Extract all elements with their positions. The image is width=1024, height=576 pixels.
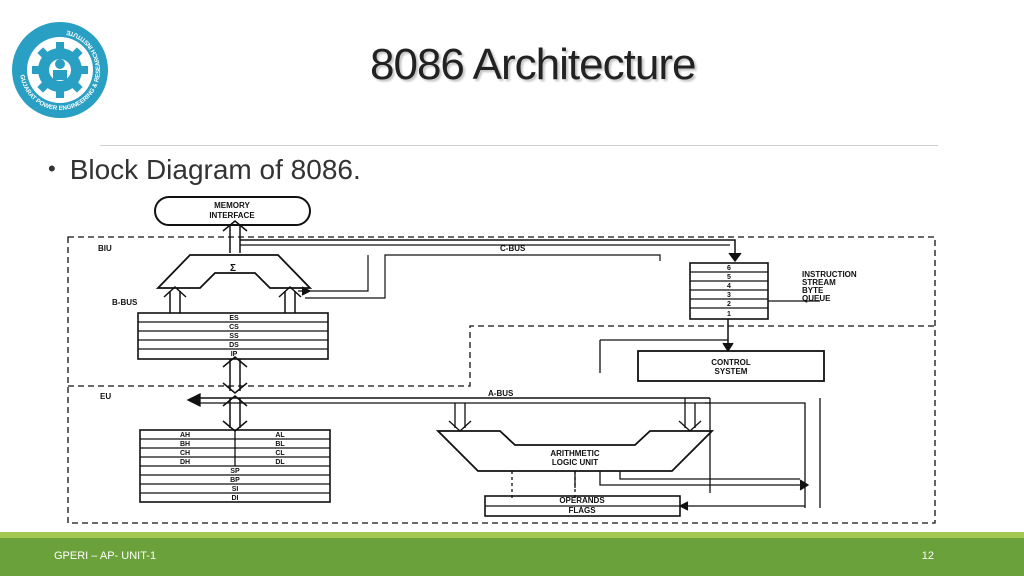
- queue-slot-5: 5: [727, 274, 731, 281]
- bullet-item: • Block Diagram of 8086.: [48, 154, 361, 186]
- reg-cl: CL: [275, 450, 285, 457]
- queue-slot-1: 1: [727, 311, 731, 318]
- memory-interface-label-2: INTERFACE: [209, 211, 255, 220]
- reg-al: AL: [275, 432, 285, 439]
- queue-slot-4: 4: [727, 283, 731, 290]
- slide-title: 8086 Architecture: [370, 40, 696, 89]
- reg-bl: BL: [275, 441, 285, 448]
- reg-bp: BP: [230, 477, 240, 484]
- page-number: 12: [921, 550, 934, 562]
- instruction-queue: [689, 262, 769, 320]
- reg-dl: DL: [275, 459, 285, 466]
- eu-label: EU: [100, 392, 111, 401]
- seg-reg-ip: IP: [231, 351, 238, 358]
- institute-logo: GUJARAT POWER ENGINEERING & RESEARCH INS…: [12, 22, 108, 118]
- alu-label-1: ARITHMETIC: [550, 449, 600, 458]
- footer-bar: GPERI – AP- UNIT-1 12: [0, 538, 1024, 576]
- biu-boundary: [67, 236, 936, 524]
- flags-label: FLAGS: [568, 506, 596, 515]
- sigma-label: Σ: [230, 263, 236, 274]
- reg-si: SI: [232, 486, 239, 493]
- alu-block: [435, 430, 715, 472]
- alu-label-2: LOGIC UNIT: [552, 458, 598, 467]
- reg-ah: AH: [180, 432, 190, 439]
- c-bus-label: C-BUS: [500, 244, 526, 253]
- control-system-label-1: CONTROL: [711, 358, 751, 367]
- a-bus-label: A-BUS: [488, 389, 514, 398]
- eu-boundary: [68, 325, 935, 387]
- control-system-box: [637, 350, 825, 382]
- control-system-label-2: SYSTEM: [715, 367, 748, 376]
- title-divider: [100, 145, 938, 146]
- b-bus-label: B-BUS: [112, 298, 138, 307]
- queue-label-3: BYTE: [802, 286, 824, 295]
- seg-reg-es: ES: [229, 315, 239, 322]
- biu-label: BIU: [98, 244, 112, 253]
- bullet-text: Block Diagram of 8086.: [69, 154, 361, 185]
- queue-label-2: STREAM: [802, 278, 836, 287]
- seg-reg-cs: CS: [229, 324, 239, 331]
- queue-label-4: QUEUE: [802, 294, 831, 303]
- queue-slot-6: 6: [727, 265, 731, 272]
- footer-course-label: GPERI – AP- UNIT-1: [54, 550, 157, 562]
- reg-dh: DH: [180, 459, 190, 466]
- operands-label: OPERANDS: [559, 496, 605, 505]
- queue-label-1: INSTRUCTION: [802, 270, 857, 279]
- seg-reg-ss: SS: [229, 333, 239, 340]
- c-bus-line: [240, 239, 736, 255]
- sigma-adder: [155, 254, 313, 289]
- block-diagram-8086: MEMORY INTERFACE BIU C-BUS Σ B-BUS ES CS…: [67, 196, 936, 524]
- reg-ch: CH: [180, 450, 190, 457]
- memory-interface-label-1: MEMORY: [214, 201, 250, 210]
- seg-reg-ds: DS: [229, 342, 239, 349]
- reg-bh: BH: [180, 441, 190, 448]
- queue-slot-3: 3: [727, 292, 731, 299]
- footer-stripe: [0, 532, 1024, 538]
- reg-di: DI: [232, 495, 239, 502]
- reg-sp: SP: [230, 468, 240, 475]
- memory-interface-box: [154, 196, 311, 226]
- queue-slot-2: 2: [727, 301, 731, 308]
- bullet-dot-icon: •: [48, 156, 56, 181]
